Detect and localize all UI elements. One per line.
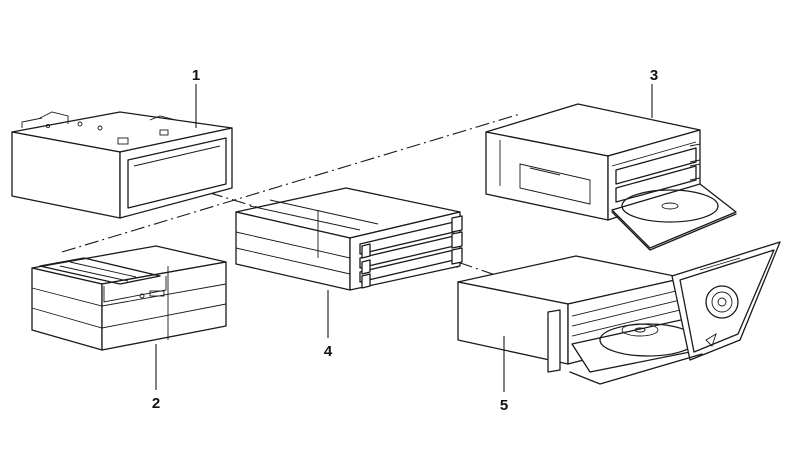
leader-lines	[155, 84, 653, 392]
callout-1: 1	[192, 67, 200, 84]
part-3-changer-open-tray	[485, 103, 737, 251]
callout-4: 4	[324, 343, 333, 360]
part-2-cd-changer	[31, 245, 227, 351]
callout-5: 5	[500, 397, 508, 414]
part-4-disc-magazine	[235, 187, 463, 291]
callout-3: 3	[650, 67, 658, 84]
callout-2: 2	[152, 395, 160, 412]
part-5-changer-open-cover	[457, 241, 781, 385]
part-1-mounting-bracket	[11, 111, 233, 219]
